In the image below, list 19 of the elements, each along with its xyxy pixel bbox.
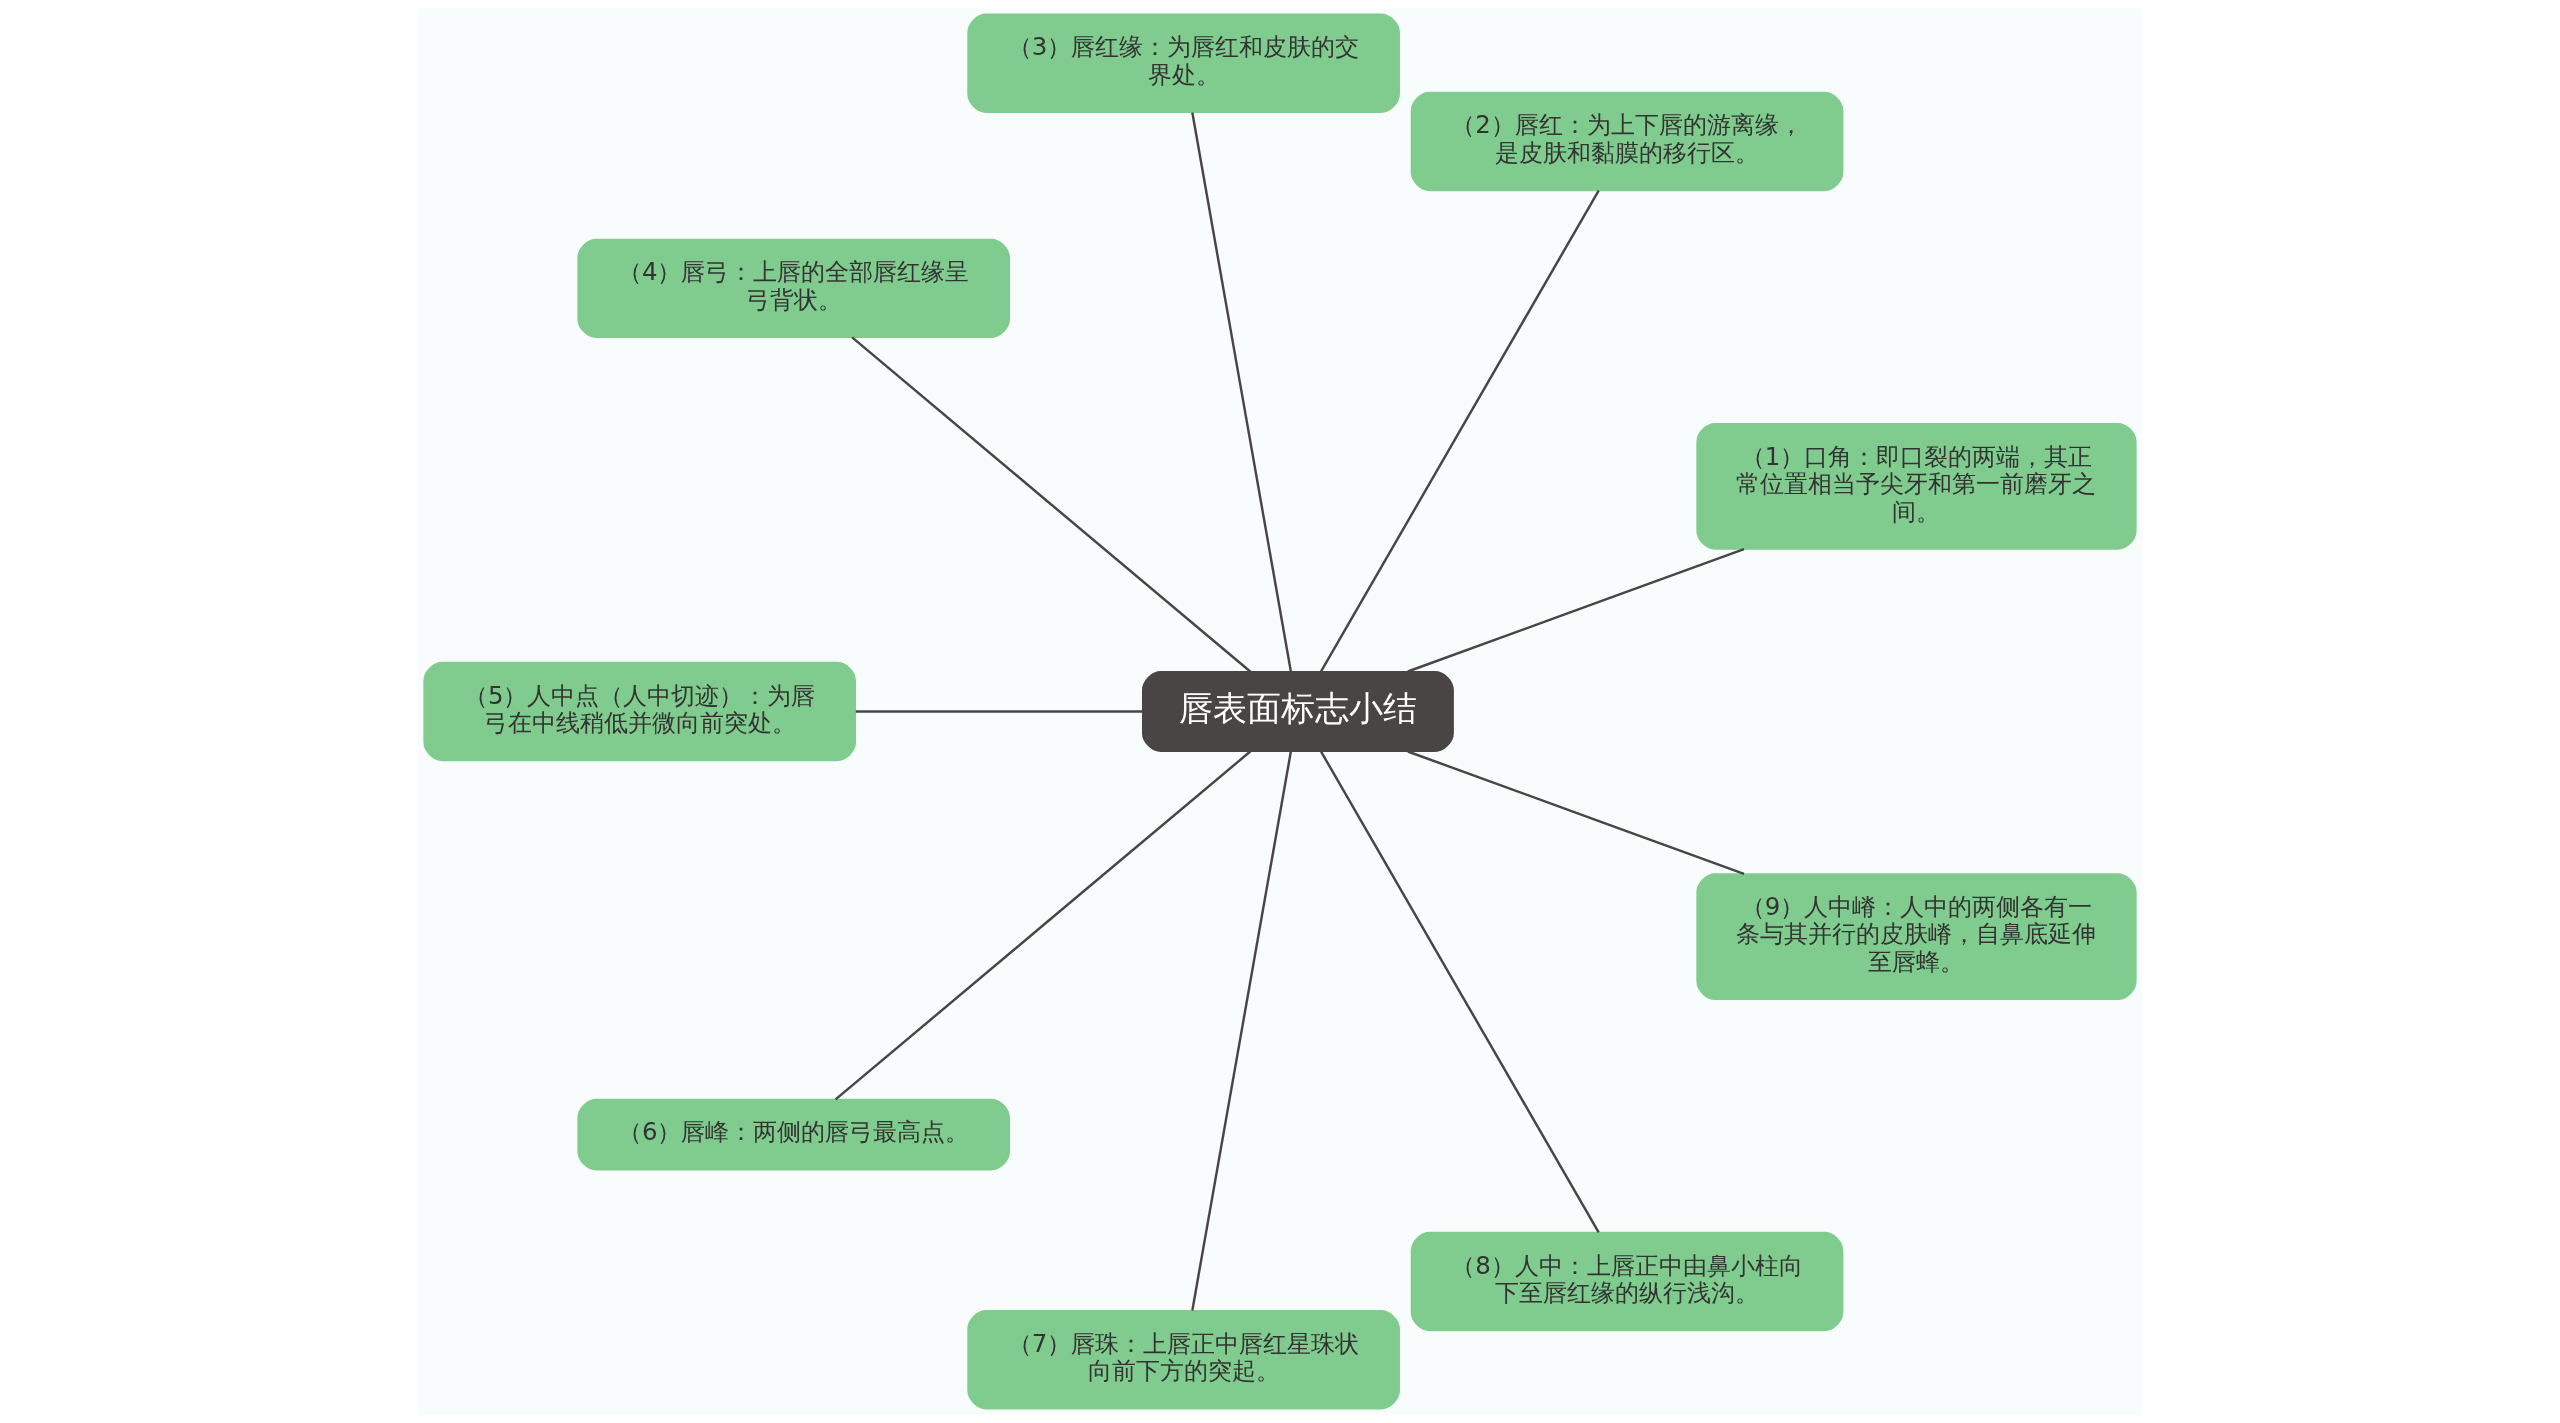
connector <box>1191 751 1293 1311</box>
connector <box>855 710 1143 713</box>
connector <box>1320 750 1600 1233</box>
connector <box>1407 548 1745 673</box>
node-box: （6）唇峰：两侧的唇弓最高点。 <box>577 1098 1011 1171</box>
connector <box>1320 190 1600 673</box>
node-box: （5）人中点（人中切迹）：为唇弓在中线稍低并微向前突处。 <box>423 661 857 762</box>
node-box: （9）人中嵴：人中的两侧各有一条与其并行的皮肤嵴，自鼻底延伸至唇蜂。 <box>1696 873 2137 1001</box>
node-box: （4）唇弓：上唇的全部唇红缘呈弓背状。 <box>577 238 1011 339</box>
node-box: 唇表面标志小结 <box>1141 671 1454 753</box>
connector <box>1191 112 1293 672</box>
connector <box>1407 750 1745 875</box>
connector <box>834 750 1252 1101</box>
node-box: （1）口角：即口裂的两端，其正常位置相当予尖牙和第一前磨牙之间。 <box>1696 422 2137 550</box>
node-box: （7）唇珠：上唇正中唇红星珠状向前下方的突起。 <box>967 1310 1400 1410</box>
node-box: （3）唇红缘：为唇红和皮肤的交界处。 <box>967 13 1400 113</box>
node-box: （2）唇红：为上下唇的游离缘，是皮肤和黏膜的移行区。 <box>1410 91 1844 192</box>
node-box: （8）人中：上唇正中由鼻小柱向下至唇红缘的纵行浅沟。 <box>1410 1231 1844 1332</box>
connector <box>851 336 1252 673</box>
